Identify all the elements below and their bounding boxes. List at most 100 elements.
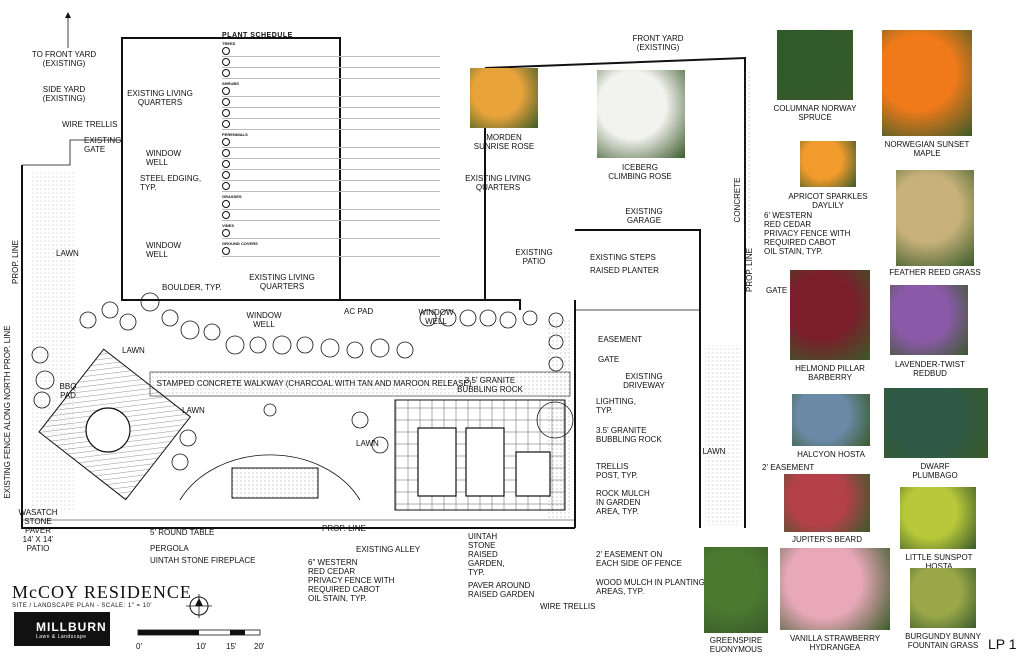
label-lighting: LIGHTING,TYP. <box>596 397 636 415</box>
label-prop-line-right: PROP. LINE <box>745 248 754 292</box>
label-raised-planter: RAISED PLANTER <box>590 266 659 275</box>
planting-symbols <box>31 292 574 471</box>
plant-caption: LITTLE SUNSPOT HOSTA <box>905 553 973 571</box>
round-table <box>85 407 131 453</box>
plant-photo <box>882 30 972 136</box>
label-stamped-walkway: STAMPED CONCRETE WALKWAY (CHARCOAL WITH … <box>157 379 472 388</box>
label-existing-alley: EXISTING ALLEY <box>356 545 421 554</box>
side-bed <box>30 170 75 510</box>
lawn-arc <box>179 454 361 501</box>
label-existing-fence-north: EXISTING FENCE ALONG NORTH PROP. LINE <box>3 325 12 498</box>
label-lawn-1: LAWN <box>56 249 79 258</box>
plan-outline <box>21 37 746 529</box>
concrete-strip <box>745 70 751 240</box>
label-concrete: CONCRETE <box>733 178 742 223</box>
plant-photo <box>884 388 988 458</box>
plant-photo <box>704 547 768 633</box>
label-lawn-4: LAWN <box>356 439 379 448</box>
plan-subtitle: SITE / LANDSCAPE PLAN - SCALE: 1" = 10' <box>12 603 152 609</box>
scale-tick-15: 15' <box>226 642 237 651</box>
label-lawn-2: LAWN <box>122 346 145 355</box>
plant-photo <box>784 474 870 532</box>
north-arrow-icon <box>186 594 212 618</box>
scale-bar <box>137 629 261 636</box>
plant-photo <box>790 270 870 360</box>
label-round-table: 5' ROUND TABLE <box>150 528 214 537</box>
label-to-front-yard: TO FRONT YARD(EXISTING) <box>32 50 97 68</box>
label-prop-line-left: PROP. LINE <box>11 240 20 284</box>
label-gate-right: GATE <box>766 286 787 295</box>
schedule-section-shrubs: SHRUBS <box>222 81 239 86</box>
label-two-ft-easement: 2' EASEMENT <box>762 463 814 472</box>
stamped-walkway-area <box>149 371 571 397</box>
scale-tick-20: 20' <box>254 642 265 651</box>
schedule-section-perennials: PERENNIALS <box>222 132 248 137</box>
label-front-yard: FRONT YARD(EXISTING) <box>632 34 683 52</box>
label-boulder-typ: BOULDER, TYP. <box>162 283 222 292</box>
plant-photo <box>470 68 538 128</box>
label-steel-edging: STEEL EDGING,TYP. <box>140 174 201 192</box>
schedule-section-ground-covers: GROUND COVERS <box>222 241 258 246</box>
schedule-section-trees: TREES <box>222 41 236 46</box>
label-existing-steps: EXISTING STEPS <box>590 253 656 262</box>
label-side-yard: SIDE YARD(EXISTING) <box>43 85 86 103</box>
uintah-stone-fireplace <box>231 467 319 499</box>
plant-caption: FEATHER REED GRASS <box>889 268 981 277</box>
plant-schedule-title: PLANT SCHEDULE <box>222 32 293 39</box>
label-prop-line-bottom: PROP. LINE <box>322 524 366 533</box>
plant-caption: JUPITER'S BEARD <box>792 535 862 544</box>
scale-tick-10: 10' <box>196 642 207 651</box>
logo-text: MILLBURN <box>36 620 107 634</box>
right-lawn-strip <box>705 345 741 525</box>
project-title: McCOY RESIDENCE <box>12 582 192 602</box>
scale-tick-0: 0' <box>136 642 142 651</box>
label-uintah-fireplace: UINTAH STONE FIREPLACE <box>150 556 256 565</box>
plant-photo <box>800 141 856 187</box>
plant-photo <box>792 394 870 446</box>
label-wire-trellis-bottom: WIRE TRELLIS <box>540 602 595 611</box>
schedule-section-vines: VINES <box>222 223 235 228</box>
plant-photo <box>910 568 976 628</box>
label-ac-pad: AC PAD <box>344 307 373 316</box>
sheet-number: LP 1 <box>988 636 1017 652</box>
label-pergola: PERGOLA <box>150 544 189 553</box>
plant-photo <box>777 30 853 100</box>
plant-photo <box>780 548 890 630</box>
label-lawn-right: LAWN <box>703 447 726 456</box>
title-block: McCOY RESIDENCE SITE / LANDSCAPE PLAN - … <box>12 582 192 609</box>
label-easement: EASEMENT <box>598 335 642 344</box>
company-logo: MILLBURN Lawn & Landscape <box>14 612 110 646</box>
